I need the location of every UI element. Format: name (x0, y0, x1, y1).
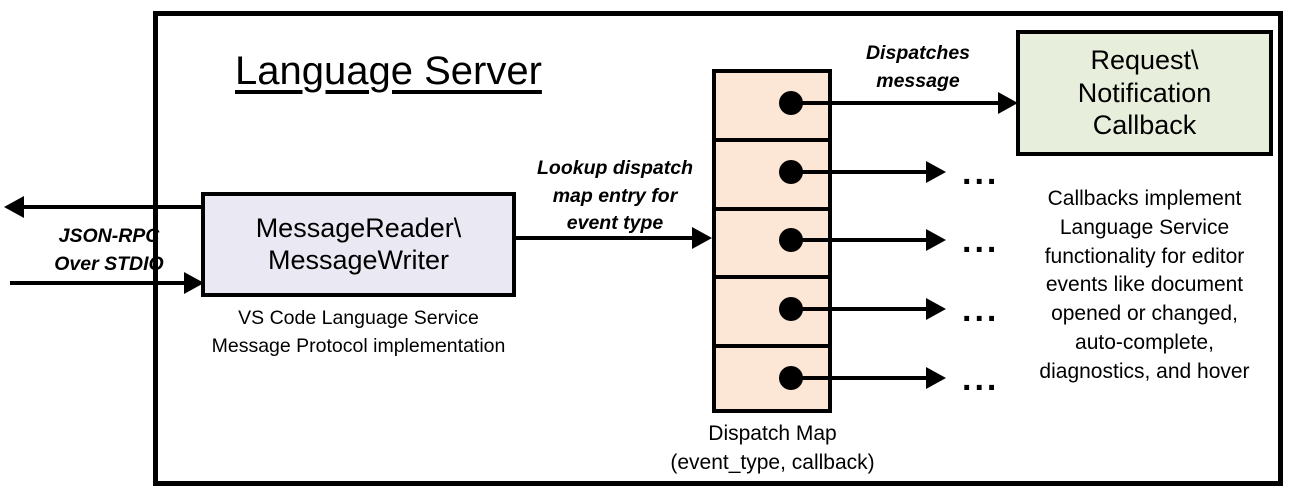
callback-description-line2: Language Service (1059, 215, 1230, 239)
callback-description-line5: opened or changed, (1051, 302, 1238, 326)
message-reader-writer-line1: MessageReader\ (255, 212, 462, 243)
dispatch-row-3-arrowhead (926, 298, 946, 320)
callback-description-line1: Callbacks implement (1047, 187, 1242, 210)
message-reader-writer-box[interactable]: MessageReader\ MessageWriter (201, 192, 516, 297)
lookup-label-line3: event type (566, 212, 664, 235)
dispatch-map-caption-line2: (event_type, callback) (670, 450, 875, 474)
dispatch-row-0-arrowhead (998, 92, 1018, 114)
language-server-title: Language Server (235, 49, 542, 93)
language-server-container (153, 11, 1283, 486)
dispatch-row-4-arrowhead (926, 367, 946, 389)
inbound-transport-line (10, 281, 190, 285)
dispatch-row-4-arrow-line (790, 376, 930, 380)
transport-label: JSON-RPC Over STDIO (34, 222, 184, 279)
message-reader-writer-line2: MessageWriter (267, 244, 450, 275)
lookup-label-line1: Lookup dispatch (537, 157, 693, 179)
callback-description-line7: diagnostics, and hover (1039, 359, 1250, 383)
dispatch-message-label: Dispatches message (838, 40, 998, 95)
callback-description-line3: functionality for editor (1044, 244, 1245, 268)
dispatch-message-line1: Dispatches (865, 42, 971, 64)
dispatch-row-3-arrow-line (790, 307, 930, 311)
dispatch-map-caption: Dispatch Map (event_type, callback) (640, 420, 905, 478)
dispatch-row-2-arrowhead (926, 229, 946, 251)
dispatch-row-2-ellipsis: ... (962, 222, 1000, 260)
dispatch-row-3-ellipsis: ... (962, 291, 1000, 329)
dispatch-map-separator (716, 206, 828, 211)
lookup-label-line2: map entry for (552, 184, 678, 207)
dispatch-row-2-arrow-line (790, 238, 930, 242)
callback-box-line1: Request\ (1090, 45, 1199, 76)
dispatch-row-0-arrow-line (790, 101, 1002, 105)
message-caption-line1: VS Code Language Service (238, 307, 479, 329)
dispatch-message-line2: message (876, 69, 960, 92)
transport-label-line1: JSON-RPC (58, 225, 160, 247)
dispatch-row-1-ellipsis: ... (962, 154, 1000, 192)
lookup-arrowhead (692, 227, 712, 249)
dispatch-map-caption-line1: Dispatch Map (708, 422, 837, 445)
callback-description-line6: auto-complete, (1075, 330, 1214, 354)
dispatch-row-1-arrow-line (790, 170, 930, 174)
request-notification-callback-box[interactable]: Request\ Notification Callback (1016, 30, 1273, 156)
dispatch-row-4-ellipsis: ... (962, 360, 1000, 398)
outbound-transport-arrowhead (4, 196, 24, 218)
callback-box-line3: Callback (1092, 110, 1197, 141)
dispatch-map-separator (716, 275, 828, 280)
dispatch-map-separator (716, 137, 828, 142)
callback-description: Callbacks implement Language Service fun… (1002, 185, 1287, 386)
dispatch-row-1-arrowhead (926, 161, 946, 183)
dispatch-map-separator (716, 344, 828, 349)
message-caption-line2: Message Protocol implementation (211, 334, 506, 357)
callback-box-line2: Notification (1077, 77, 1212, 108)
transport-label-line2: Over STDIO (54, 253, 164, 276)
callback-description-line4: events like document (1045, 273, 1244, 297)
lookup-arrow-line (516, 236, 696, 240)
outbound-transport-line (22, 205, 222, 209)
inbound-transport-arrowhead (184, 272, 204, 294)
lookup-label: Lookup dispatch map entry for event type (520, 155, 710, 238)
message-reader-writer-caption: VS Code Language Service Message Protoco… (186, 305, 531, 360)
